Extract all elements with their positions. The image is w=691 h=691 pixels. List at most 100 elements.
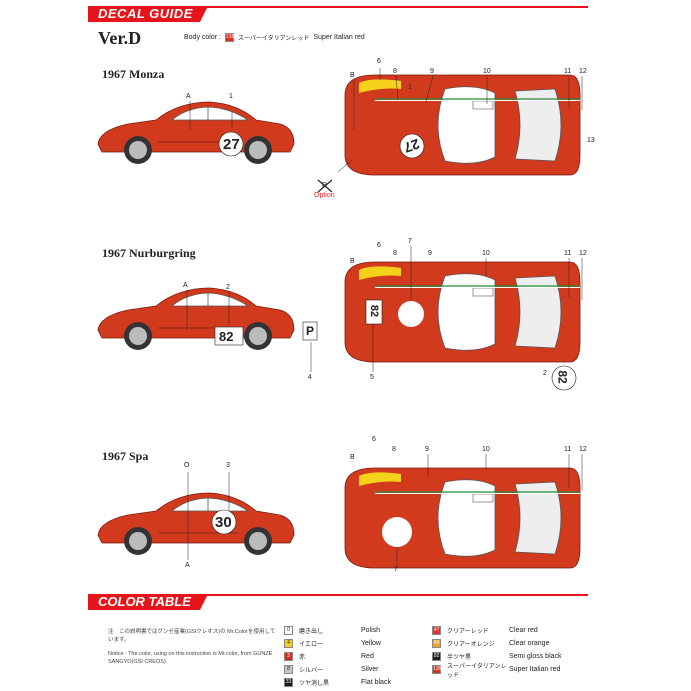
callout-9-nurburgring: 9 bbox=[428, 250, 432, 257]
callout-6-nurburgring: 6 bbox=[377, 242, 381, 249]
callout-8-spa: 8 bbox=[392, 446, 396, 453]
color-row: 92 半ツヤ黒 Semi gloss black bbox=[432, 652, 562, 661]
notice-text: 注 この説明書ではグンゼ産業(GSIクレオス)の Mr.Colorを使用していま… bbox=[108, 628, 278, 666]
callout-1b-monza: 1 bbox=[408, 84, 412, 91]
color-name-en: Red bbox=[361, 653, 374, 660]
color-name-jp: 磨き出し bbox=[299, 629, 324, 635]
color-swatch: 3 bbox=[284, 652, 293, 661]
race-number-nurburgring-top: 82 bbox=[368, 304, 381, 318]
callout-10-monza: 10 bbox=[483, 68, 491, 75]
body-color-label: Body color : bbox=[184, 34, 221, 41]
section-title-nurburgring: 1967 Nurburgring bbox=[102, 246, 196, 260]
callout-11-monza: 11 bbox=[564, 68, 572, 75]
color-name-jp: ツヤ消し黒 bbox=[299, 681, 330, 687]
color-swatch: 138 bbox=[432, 665, 442, 674]
race-number-nurburgring-side: 82 bbox=[219, 329, 234, 344]
option-label: Option bbox=[314, 192, 335, 199]
car-top-spa bbox=[344, 467, 581, 569]
callout-13-monza: 13 bbox=[587, 137, 595, 144]
callout-7-spa: 7 bbox=[394, 566, 398, 573]
callout-12-monza: 12 bbox=[579, 68, 587, 75]
callout-1-monza: 1 bbox=[229, 93, 233, 100]
callout-4-nurburgring: 4 bbox=[308, 374, 312, 381]
callout-2b-nurburgring: 2 bbox=[543, 370, 547, 377]
color-row: 33 ツヤ消し黒 Flat black bbox=[284, 678, 391, 687]
race-number-monza-side: 27 bbox=[223, 136, 240, 153]
color-name-jp: クリアーオレンジ bbox=[447, 642, 495, 648]
callout-8-monza: 8 bbox=[393, 68, 397, 75]
callout-12-nurburgring: 12 bbox=[579, 250, 587, 257]
color-name-en: Silver bbox=[361, 666, 379, 673]
notice-en: Notice : The color, using on this instru… bbox=[108, 651, 273, 665]
color-name-jp: クリアーレッド bbox=[447, 629, 489, 635]
body-color-en: Super Italian red bbox=[313, 34, 365, 41]
callout-o-spa: O bbox=[184, 462, 190, 469]
color-name-jp: 半ツヤ黒 bbox=[447, 655, 472, 661]
color-name-en: Clear orange bbox=[509, 640, 550, 647]
callout-8-nurburgring: 8 bbox=[393, 250, 397, 257]
color-row: 49 クリアーオレンジ Clear orange bbox=[432, 639, 549, 648]
color-swatch: 92 bbox=[432, 652, 441, 661]
color-swatch: 33 bbox=[284, 678, 293, 687]
callout-5-nurburgring: 5 bbox=[370, 374, 374, 381]
color-table-title: COLOR TABLE bbox=[98, 594, 191, 609]
callout-a-nurburgring: A bbox=[183, 282, 188, 289]
section-title-monza: 1967 Monza bbox=[102, 67, 165, 81]
body-color-info: Body color : 138 スーパーイタリアンレッド Super Ital… bbox=[184, 33, 365, 42]
callout-7-nurburgring: 7 bbox=[408, 238, 412, 245]
callout-11-spa: 11 bbox=[564, 446, 572, 453]
callout-a-monza: A bbox=[186, 93, 191, 100]
page-title: DECAL GUIDE bbox=[98, 6, 193, 21]
color-name-en: Super Italian red bbox=[509, 666, 561, 673]
callout-2-nurburgring: 2 bbox=[226, 284, 230, 291]
car-top-monza bbox=[344, 74, 581, 176]
car-side-monza bbox=[97, 101, 295, 165]
callout-p-nurburgring: P bbox=[306, 324, 315, 338]
color-swatch: 8 bbox=[284, 665, 293, 674]
callout-6-spa: 6 bbox=[372, 436, 376, 443]
body-color-swatch: 138 bbox=[224, 33, 235, 42]
color-name-en: Semi gloss black bbox=[509, 653, 562, 660]
section-title-spa: 1967 Spa bbox=[102, 449, 149, 463]
callout-b-monza: B bbox=[350, 72, 355, 79]
color-name-jp: イエロー bbox=[299, 642, 323, 648]
color-swatch: 49 bbox=[432, 639, 441, 648]
version-label: Ver.D bbox=[98, 28, 142, 48]
color-name-jp: シルバー bbox=[299, 668, 324, 674]
callout-10-spa: 10 bbox=[482, 446, 490, 453]
color-name-en: Yellow bbox=[361, 640, 381, 647]
color-row: 8 シルバー Silver bbox=[284, 665, 379, 674]
color-row: 47 クリアーレッド Clear red bbox=[432, 626, 538, 635]
callout-r-option: R bbox=[322, 182, 328, 189]
color-name-en: Polish bbox=[361, 627, 381, 634]
body-color-jp: スーパーイタリアンレッド bbox=[237, 36, 310, 42]
color-name-jp: スーパーイタリアンレッド bbox=[447, 663, 507, 679]
car-side-spa bbox=[97, 492, 295, 556]
callout-11-nurburgring: 11 bbox=[564, 250, 572, 257]
callout-9-spa: 9 bbox=[425, 446, 429, 453]
callout-9-monza: 9 bbox=[430, 68, 434, 75]
callout-b-spa: B bbox=[350, 454, 355, 461]
color-swatch: 4 bbox=[284, 639, 293, 648]
callout-3-spa: 3 bbox=[226, 462, 230, 469]
color-swatch: 0 bbox=[284, 626, 293, 635]
callout-6-monza: 6 bbox=[377, 58, 381, 65]
car-side-nurburgring bbox=[97, 287, 295, 351]
color-row: 0 磨き出し Polish bbox=[284, 626, 380, 635]
race-number-spa-side: 30 bbox=[215, 514, 232, 531]
race-number-nurburgring-spare: 82 bbox=[555, 370, 570, 384]
notice-jp: 注 この説明書ではグンゼ産業(GSIクレオス)の Mr.Colorを使用していま… bbox=[108, 629, 276, 643]
color-row: 4 イエロー Yellow bbox=[284, 639, 381, 648]
header-banner: DECAL GUIDE bbox=[88, 6, 588, 22]
color-swatch: 47 bbox=[432, 626, 441, 635]
color-name-jp: 赤 bbox=[299, 655, 306, 661]
callout-a-spa: A bbox=[185, 562, 190, 569]
color-name-en: Flat black bbox=[361, 679, 391, 686]
color-table-banner: COLOR TABLE bbox=[88, 594, 588, 610]
callout-b-nurburgring: B bbox=[350, 258, 355, 265]
color-name-en: Clear red bbox=[509, 627, 538, 634]
callout-12-spa: 12 bbox=[579, 446, 587, 453]
